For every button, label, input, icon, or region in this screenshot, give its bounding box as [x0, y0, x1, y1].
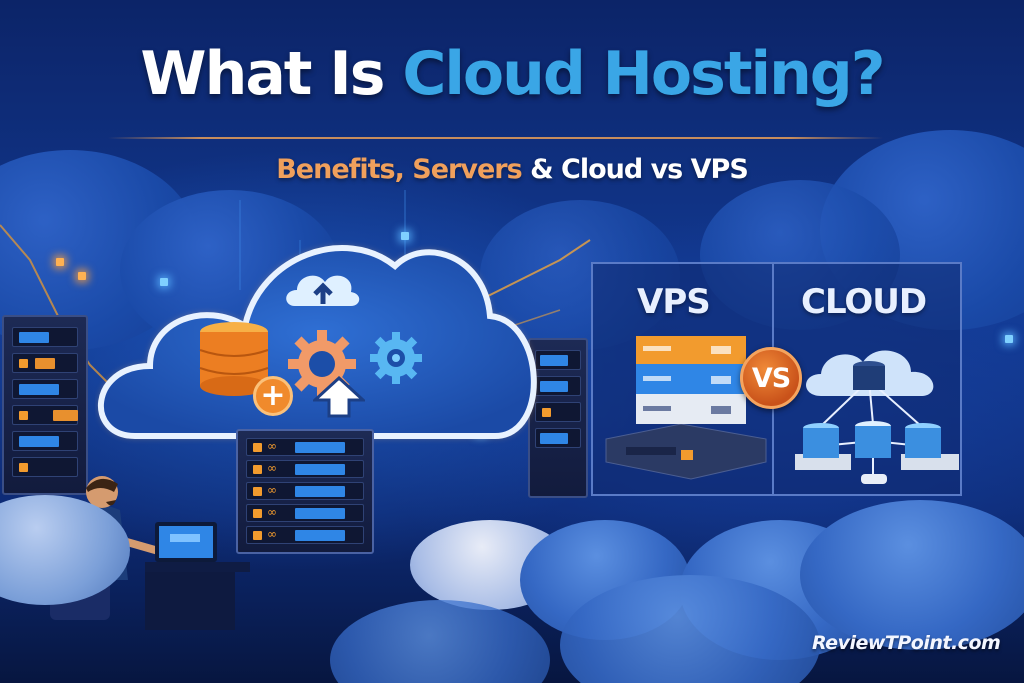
site-watermark: ReviewTPoint.com — [812, 632, 1001, 654]
vps-vs-cloud-panel: VPS CLOUD — [591, 262, 962, 496]
cloud-network-icon — [795, 350, 959, 484]
rack-glyph: ∞ — [267, 483, 277, 497]
foreground-cloud — [800, 500, 1024, 650]
vs-badge: VS — [740, 347, 802, 409]
plus-icon: + — [253, 376, 293, 416]
server-rack-right — [528, 338, 588, 498]
gear-icon — [370, 332, 422, 384]
title-part-2: Cloud Hosting? — [402, 39, 885, 109]
subtitle: Benefits, Servers & Cloud vs VPS — [0, 154, 1024, 186]
title-divider — [108, 137, 883, 139]
light-dot — [56, 258, 64, 266]
subtitle-part-1: Benefits, Servers — [276, 154, 522, 185]
database-icon — [199, 322, 269, 396]
upload-arrow-icon — [313, 376, 365, 418]
rack-glyph: ∞ — [267, 527, 277, 541]
foreground-cloud — [560, 575, 820, 683]
light-dot — [401, 232, 409, 240]
vps-label: VPS — [637, 282, 711, 322]
server-rack-central: ∞ ∞ ∞ ∞ ∞ — [236, 429, 374, 554]
rack-glyph: ∞ — [267, 439, 277, 453]
vps-server-stack-icon — [605, 336, 767, 480]
gear-icon — [288, 330, 356, 398]
server-rack-left — [2, 315, 88, 495]
light-dot — [1005, 335, 1013, 343]
light-dot — [160, 278, 168, 286]
rack-glyph: ∞ — [267, 505, 277, 519]
cloud-upload-icon — [286, 275, 360, 306]
light-dot — [78, 272, 86, 280]
page-title: What Is Cloud Hosting? — [0, 44, 1024, 104]
title-part-1: What Is — [140, 39, 385, 109]
rack-glyph: ∞ — [267, 461, 277, 475]
cloud-label: CLOUD — [801, 282, 927, 322]
foreground-cloud — [0, 495, 130, 605]
subtitle-part-2: & Cloud vs VPS — [530, 154, 749, 185]
